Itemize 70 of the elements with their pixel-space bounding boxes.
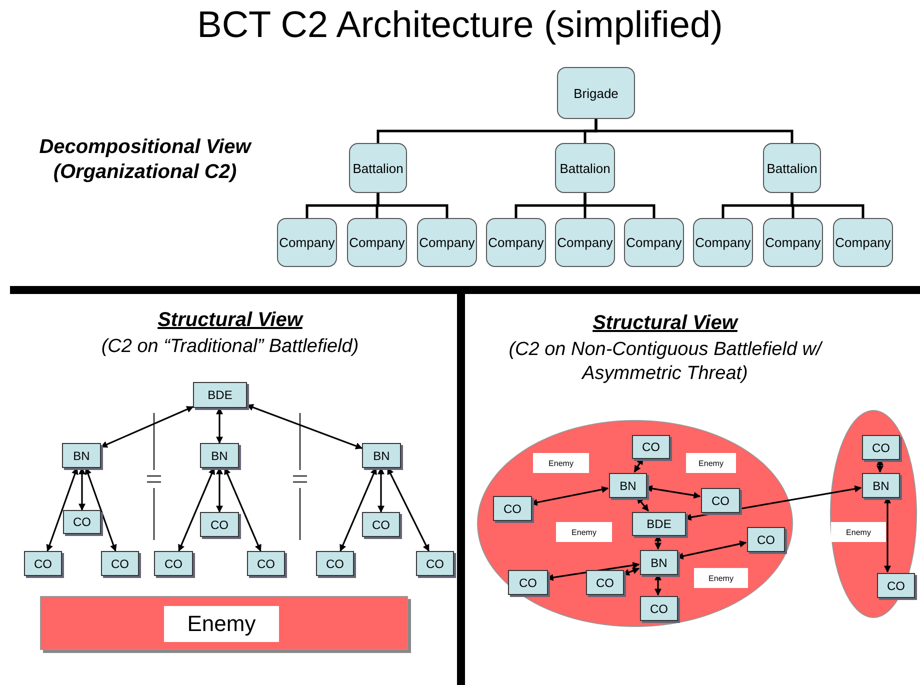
- unit-box: CO: [200, 512, 239, 537]
- org-box: Company: [555, 218, 615, 267]
- unit-box: CO: [493, 496, 532, 521]
- org-box: Company: [277, 218, 337, 267]
- section-heading: Structural View: [592, 311, 740, 336]
- section-subtitle: (C2 on “Traditional” Battlefield): [100, 335, 360, 359]
- arrow: [84, 467, 117, 552]
- arrow: [216, 407, 223, 444]
- org-box: Company: [763, 218, 823, 267]
- arrow: [178, 467, 215, 552]
- unit-box: BN: [862, 473, 900, 498]
- org-box: Company: [417, 218, 477, 267]
- enemy-bar: [40, 596, 408, 650]
- unit-box: CO: [154, 551, 193, 576]
- unit-box: BN: [609, 473, 647, 498]
- unit-box: CO: [701, 488, 740, 513]
- org-box: Company: [693, 218, 753, 267]
- unit-box: CO: [362, 512, 400, 537]
- org-box: Battalion: [555, 143, 615, 193]
- unit-box: CO: [101, 551, 139, 576]
- arrow: [340, 467, 377, 552]
- connector: [376, 193, 448, 218]
- org-box: Company: [347, 218, 407, 267]
- section-subtitle: Decompositional View: [38, 135, 253, 160]
- unit-box: BN: [640, 550, 678, 575]
- unit-box: CO: [862, 435, 900, 460]
- connector: [584, 193, 656, 218]
- section-heading: Structural View: [156, 308, 304, 333]
- unit-box: CO: [24, 551, 62, 576]
- title: BCT C2 Architecture (simplified): [196, 4, 724, 46]
- org-box: Company: [624, 218, 684, 267]
- unit-box: BN: [62, 443, 101, 468]
- unit-box: CO: [63, 510, 101, 534]
- enemy-box: Enemy: [831, 522, 886, 542]
- unit-box: CO: [508, 570, 548, 595]
- arrow: [100, 406, 194, 448]
- unit-box: CO: [640, 596, 678, 621]
- unit-box: CO: [247, 551, 285, 576]
- section-subtitle: (C2 on Non-Contiguous Battlefield w/ Asymmetric Threat): [508, 338, 824, 386]
- unit-box: BDE: [193, 382, 247, 408]
- enemy-box: Enemy: [533, 453, 589, 473]
- org-box: Battalion: [763, 143, 821, 193]
- enemy-box: Enemy: [556, 522, 612, 542]
- org-box: Company: [486, 218, 546, 267]
- section-subtitle: (Organizational C2): [52, 160, 238, 185]
- connector: [594, 119, 794, 143]
- arrow: [386, 467, 430, 552]
- arrow: [378, 467, 384, 513]
- arrow: [246, 404, 363, 450]
- arrow: [216, 467, 223, 513]
- unit-box: BN: [200, 443, 239, 468]
- unit-box: CO: [747, 527, 785, 552]
- unit-box: CO: [877, 573, 915, 598]
- unit-box: CO: [586, 570, 624, 595]
- unit-box: CO: [316, 551, 354, 576]
- enemy-box: Enemy: [686, 453, 736, 473]
- enemy-box: Enemy: [164, 606, 279, 642]
- org-box: Company: [833, 218, 893, 267]
- org-box: Brigade: [557, 67, 635, 119]
- enemy-box: Enemy: [694, 568, 748, 588]
- unit-box: CO: [632, 435, 670, 459]
- unit-box: CO: [416, 551, 454, 576]
- unit-box: BN: [362, 443, 401, 468]
- arrow: [622, 567, 640, 576]
- arrow: [224, 467, 262, 552]
- unit-box: BDE: [632, 512, 686, 536]
- connector: [790, 193, 864, 218]
- arrow: [46, 467, 78, 552]
- org-box: Battalion: [349, 143, 407, 193]
- arrow: [78, 467, 86, 511]
